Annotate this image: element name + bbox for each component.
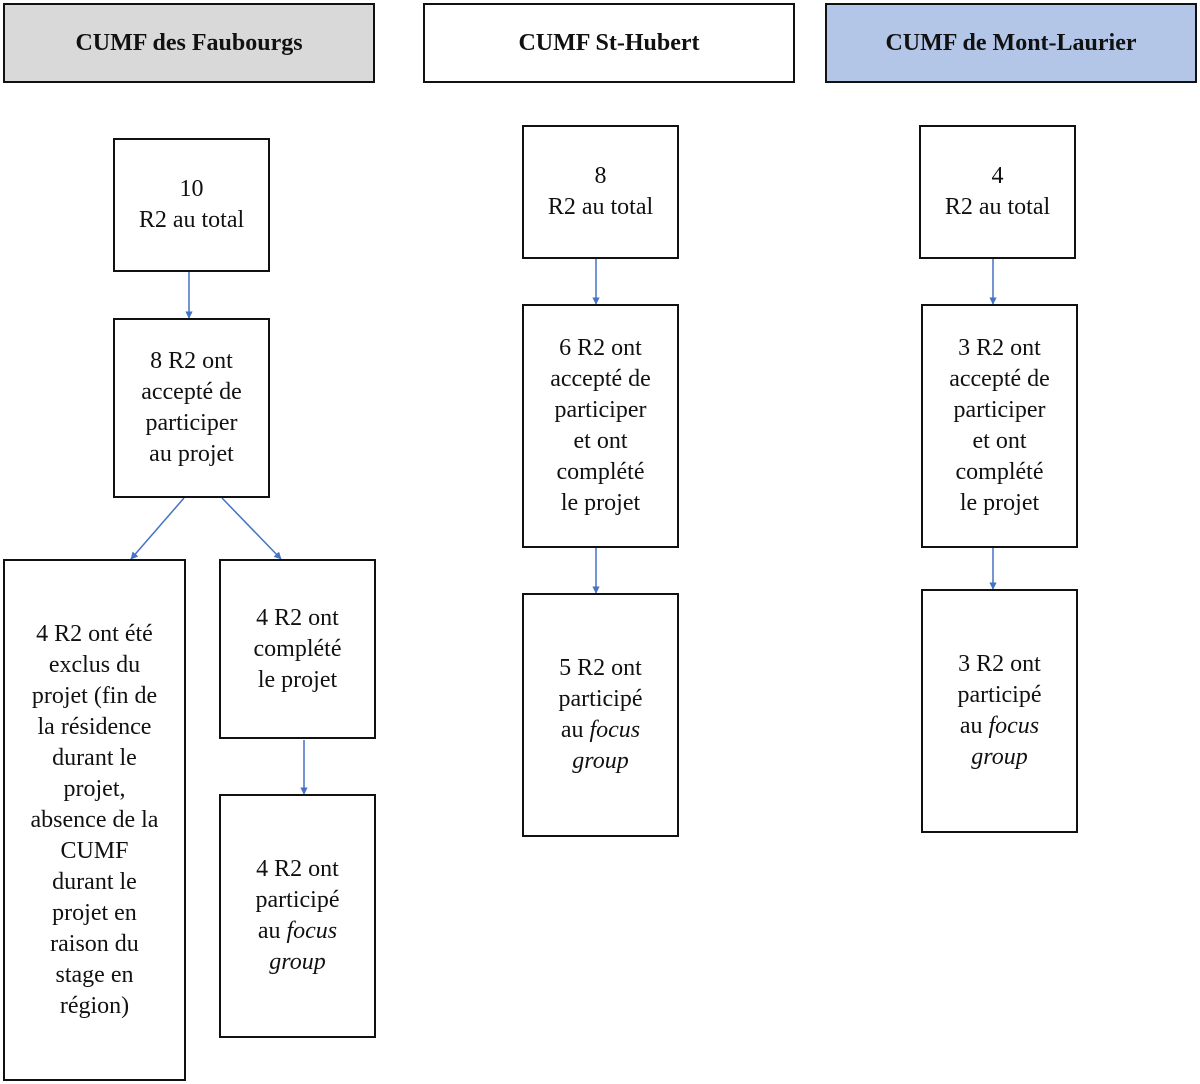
faubourgs-accepted-box: 8 R2 ont accepté de participer au projet bbox=[113, 318, 270, 498]
faubourgs-completed-line: le projet bbox=[257, 666, 338, 693]
faubourgs-excluded-line: durant le bbox=[52, 744, 137, 771]
montlaurier-accepted-line: participer bbox=[953, 397, 1046, 423]
faubourgs-accepted-line: participer bbox=[145, 410, 238, 436]
montlaurier-total-count: 4 bbox=[991, 163, 1004, 189]
sthubert-accepted-line: participer bbox=[554, 397, 647, 423]
faubourgs-excluded-line: durant le bbox=[52, 868, 137, 895]
faubourgs-focus-group-box: 4 R2 ont participé au focus group bbox=[219, 794, 376, 1038]
faubourgs-accepted-line: 8 R2 ont bbox=[150, 348, 233, 374]
faubourgs-excluded-line: région) bbox=[59, 992, 130, 1019]
montlaurier-accepted-line: accepté de bbox=[949, 366, 1050, 392]
faubourgs-completed-box: 4 R2 ont complété le projet bbox=[219, 559, 376, 739]
montlaurier-focus-line: participé bbox=[957, 682, 1042, 708]
montlaurier-focus-group-box: 3 R2 ont participé au focus group bbox=[921, 589, 1078, 833]
faubourgs-excluded-line: la résidence bbox=[37, 713, 152, 740]
header-cumf-de-mont-laurier: CUMF de Mont-Laurier bbox=[825, 3, 1197, 83]
sthubert-accepted-line: 6 R2 ont bbox=[559, 335, 642, 361]
faubourgs-excluded-line: projet, bbox=[63, 775, 126, 802]
sthubert-focus-line: participé bbox=[558, 686, 643, 712]
sthubert-accepted-line: complété bbox=[556, 459, 645, 485]
montlaurier-accepted-line: 3 R2 ont bbox=[958, 335, 1041, 361]
faubourgs-total-count: 10 bbox=[179, 176, 204, 202]
faubourgs-excluded-line: projet en bbox=[52, 899, 137, 926]
sthubert-total-box: 8 R2 au total bbox=[522, 125, 679, 259]
faubourgs-total-box: 10 R2 au total bbox=[113, 138, 270, 272]
sthubert-accepted-line: accepté de bbox=[550, 366, 651, 392]
montlaurier-accepted-line: et ont bbox=[972, 428, 1027, 454]
faubourgs-excluded-line: projet (fin de bbox=[31, 682, 158, 709]
montlaurier-focus-line: au focus bbox=[959, 713, 1040, 739]
montlaurier-total-box: 4 R2 au total bbox=[919, 125, 1076, 259]
sthubert-total-label: R2 au total bbox=[547, 194, 654, 220]
montlaurier-focus-line: group bbox=[971, 744, 1028, 770]
faubourgs-total-label: R2 au total bbox=[138, 207, 245, 233]
sthubert-accepted-line: et ont bbox=[573, 428, 628, 454]
header-cumf-st-hubert: CUMF St-Hubert bbox=[423, 3, 795, 83]
faubourgs-excluded-line: CUMF bbox=[60, 837, 129, 864]
header-cumf-des-faubourgs: CUMF des Faubourgs bbox=[3, 3, 375, 83]
faubourgs-accepted-line: accepté de bbox=[141, 379, 242, 405]
arrow-faubourgs-accepted-to-excluded bbox=[130, 497, 185, 560]
sthubert-accepted-line: le projet bbox=[560, 490, 641, 516]
faubourgs-excluded-line: raison du bbox=[50, 930, 139, 957]
sthubert-total-count: 8 bbox=[594, 163, 607, 189]
montlaurier-focus-line: 3 R2 ont bbox=[958, 651, 1041, 677]
faubourgs-accepted-line: au projet bbox=[149, 441, 234, 467]
faubourgs-excluded-line: absence de la bbox=[30, 806, 159, 833]
faubourgs-focus-line: 4 R2 ont bbox=[256, 856, 339, 882]
faubourgs-excluded-line: exclus du bbox=[48, 651, 141, 678]
montlaurier-accepted-line: le projet bbox=[959, 490, 1040, 516]
faubourgs-completed-line: complété bbox=[253, 635, 342, 662]
montlaurier-accepted-box: 3 R2 ont accepté de participer et ont co… bbox=[921, 304, 1078, 548]
faubourgs-focus-line: group bbox=[269, 949, 326, 975]
montlaurier-accepted-line: complété bbox=[955, 459, 1044, 485]
faubourgs-excluded-box: 4 R2 ont été exclus du projet (fin de la… bbox=[3, 559, 186, 1081]
sthubert-accepted-box: 6 R2 ont accepté de participer et ont co… bbox=[522, 304, 679, 548]
arrow-faubourgs-accepted-to-completed bbox=[221, 497, 282, 560]
sthubert-focus-line: group bbox=[572, 748, 629, 774]
sthubert-focus-line: au focus bbox=[560, 717, 641, 743]
faubourgs-focus-line: participé bbox=[255, 887, 340, 913]
faubourgs-excluded-line: 4 R2 ont été bbox=[36, 620, 153, 647]
faubourgs-completed-line: 4 R2 ont bbox=[256, 604, 339, 631]
montlaurier-total-label: R2 au total bbox=[944, 194, 1051, 220]
faubourgs-excluded-line: stage en bbox=[55, 961, 134, 988]
sthubert-focus-group-box: 5 R2 ont participé au focus group bbox=[522, 593, 679, 837]
sthubert-focus-line: 5 R2 ont bbox=[559, 655, 642, 681]
faubourgs-focus-line: au focus bbox=[257, 918, 338, 944]
